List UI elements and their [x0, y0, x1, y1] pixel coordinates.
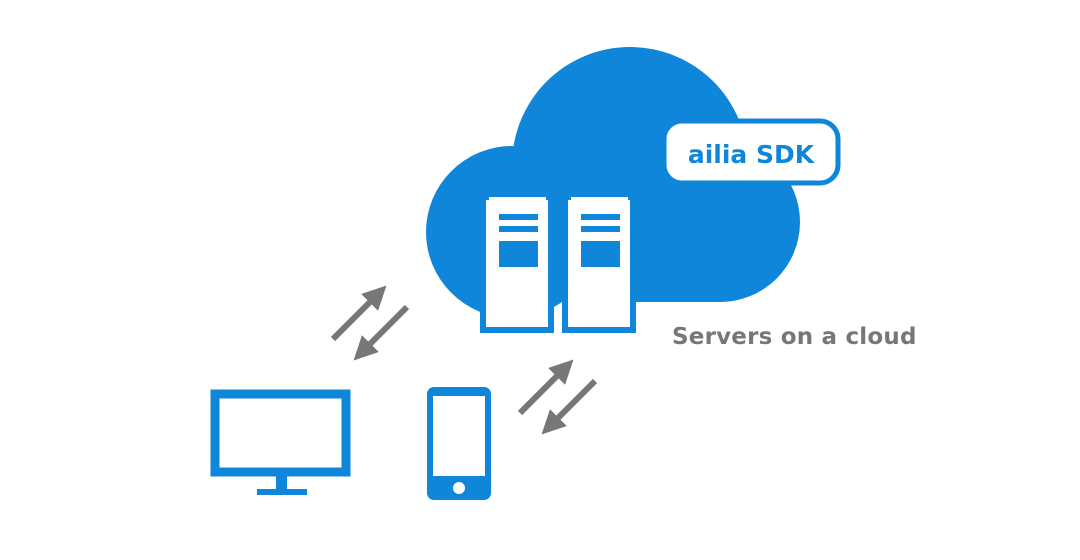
diagram-caption: Servers on a cloud: [672, 324, 917, 350]
server-icon: [562, 194, 636, 333]
ailia-sdk-badge: ailia SDK: [661, 118, 841, 186]
arrow-up-icon: [330, 285, 387, 342]
server-icon: [480, 194, 554, 333]
home-button-icon: [453, 482, 465, 494]
bidirectional-arrow-phone: [517, 359, 598, 435]
arrow-down-icon: [541, 378, 598, 435]
arrow-up-icon: [517, 359, 574, 416]
smartphone-icon: [427, 387, 491, 500]
badge-label: ailia SDK: [688, 140, 816, 169]
monitor-icon: [210, 389, 351, 495]
arrow-down-icon: [353, 304, 410, 361]
bidirectional-arrow-desktop: [330, 285, 410, 361]
